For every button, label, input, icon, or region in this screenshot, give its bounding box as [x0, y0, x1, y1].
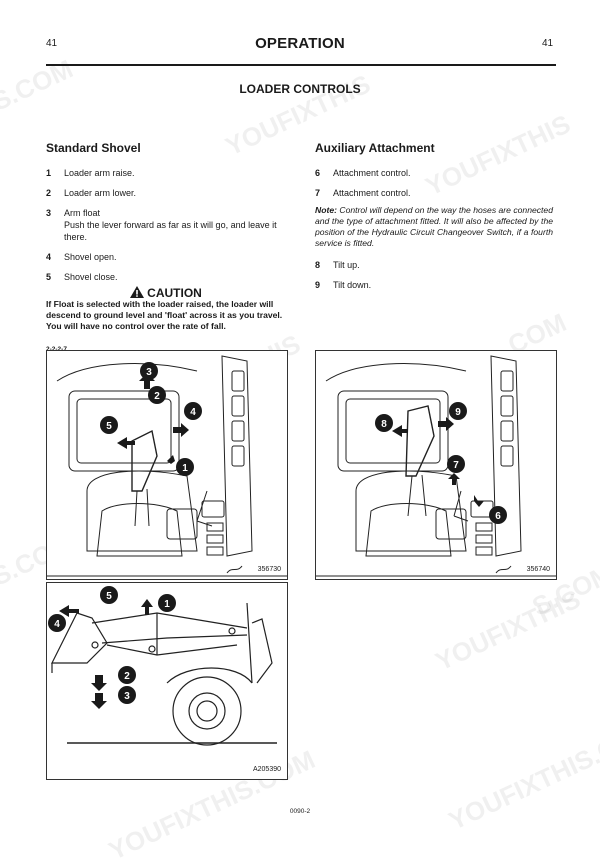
callout-2: 2 — [124, 671, 130, 682]
callout-1: 1 — [182, 463, 188, 474]
section-title: LOADER CONTROLS — [239, 82, 361, 96]
note-text: Note: Control will depend on the way the… — [315, 205, 553, 248]
page-number-right: 41 — [542, 38, 554, 49]
figure-id: 356740 — [526, 566, 550, 573]
figure-standard-shovel-lever: 3 2 4 5 1 356730 — [46, 350, 288, 580]
watermark: YOUFIXTHIS.COM — [443, 714, 600, 836]
callout-3: 3 — [146, 367, 152, 378]
caution-code: 2-2-2-7 — [46, 346, 67, 353]
page-title: OPERATION — [255, 35, 345, 52]
watermark: YOUFIXTHIS — [430, 583, 585, 677]
figure-id: A205390 — [252, 766, 281, 773]
page-number-left: 41 — [46, 38, 58, 49]
callout-1: 1 — [164, 599, 170, 610]
callout-8: 8 — [381, 419, 387, 430]
callout-4: 4 — [54, 619, 60, 630]
callout-5: 5 — [106, 591, 112, 602]
callout-5: 5 — [106, 421, 112, 432]
callout-2: 2 — [154, 391, 160, 402]
auxiliary-attachment-heading: Auxiliary Attachment — [315, 141, 435, 155]
lever-illustration: 3 2 4 5 1 — [47, 355, 287, 577]
figure-id: 356730 — [257, 566, 281, 573]
callout-3: 3 — [124, 691, 130, 702]
aux-lever-illustration: 8 9 7 6 — [316, 355, 556, 577]
warning-icon — [130, 286, 145, 298]
standard-shovel-heading: Standard Shovel — [46, 141, 141, 155]
caution-text: If Float is selected with the loader rai… — [46, 299, 283, 331]
callout-6: 6 — [495, 511, 501, 522]
footer-code: 0090-2 — [289, 808, 311, 815]
callout-markers: 3 2 4 5 1 — [100, 362, 202, 476]
callout-4: 4 — [190, 407, 196, 418]
loader-arm-illustration: 5 1 4 2 3 — [48, 586, 277, 746]
figure-loader-arm: 5 1 4 2 3 A205390 — [46, 582, 288, 780]
callout-9: 9 — [455, 407, 461, 418]
callout-markers: 8 9 7 6 — [375, 402, 507, 524]
figure-auxiliary-lever: 8 9 7 6 356740 — [315, 350, 557, 580]
callout-7: 7 — [453, 460, 459, 471]
callout-markers: 5 1 4 2 3 — [48, 586, 176, 704]
header-rule — [46, 64, 556, 66]
caution-heading: CAUTION — [46, 286, 286, 300]
